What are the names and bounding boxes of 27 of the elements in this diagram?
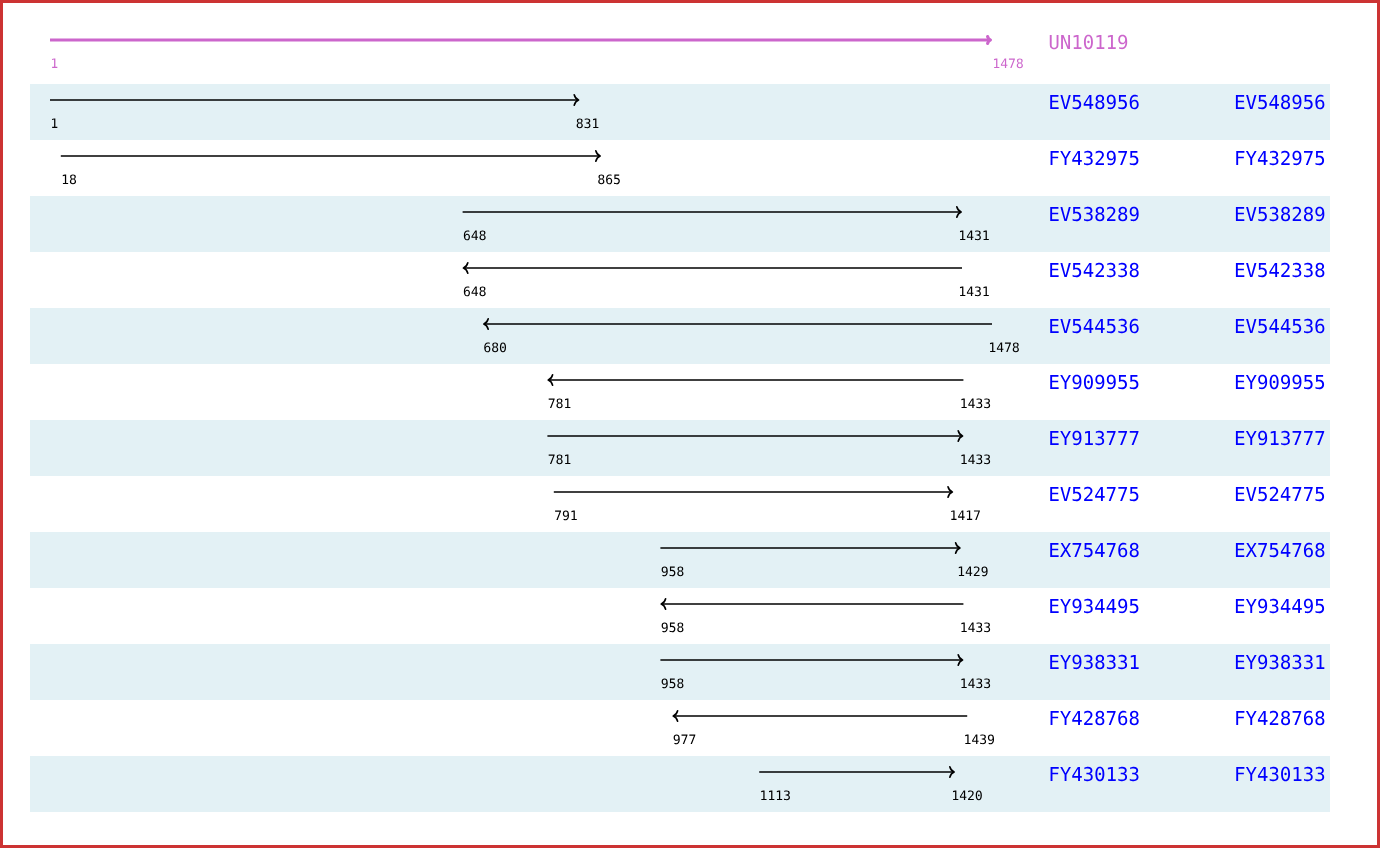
accession-link: EV524775 (1050, 486, 1139, 502)
accession-link: FY430133 (1050, 766, 1139, 782)
accession-link: EV548956 (1235, 94, 1325, 110)
accession-link: EV538289 (1235, 206, 1325, 222)
accession-link: EV538289 (1050, 206, 1139, 222)
accession-link: EY938331 (1235, 654, 1325, 670)
accession-link: EV542338 (1235, 262, 1325, 278)
accession-link: EX754768 (1050, 542, 1139, 558)
accession-link: EY913777 (1050, 430, 1139, 446)
accession-link: EV542338 (1050, 262, 1139, 278)
accession-link: FY430133 (1236, 766, 1325, 782)
accession-link: EV548956 (1050, 94, 1139, 110)
accession-link: EY934495 (1050, 598, 1139, 614)
accession-link: FY428768 (1236, 710, 1325, 726)
accession-link: EY934495 (1235, 598, 1325, 614)
accession-link: EY938331 (1050, 654, 1139, 670)
accession-link: EV544536 (1235, 318, 1325, 334)
accession-link: FY432975 (1050, 150, 1139, 166)
accession-link: FY432975 (1236, 150, 1325, 166)
accession-link: EY909955 (1235, 374, 1325, 390)
accession-link: EY909955 (1050, 374, 1139, 390)
accession-link: EV544536 (1050, 318, 1139, 334)
accession-link: FY428768 (1050, 710, 1139, 726)
accession-link: EY913777 (1235, 430, 1325, 446)
accession-link: EV524775 (1235, 486, 1325, 502)
accession-link: EX754768 (1235, 542, 1325, 558)
sequence-id: UN10119 (1049, 34, 1128, 50)
